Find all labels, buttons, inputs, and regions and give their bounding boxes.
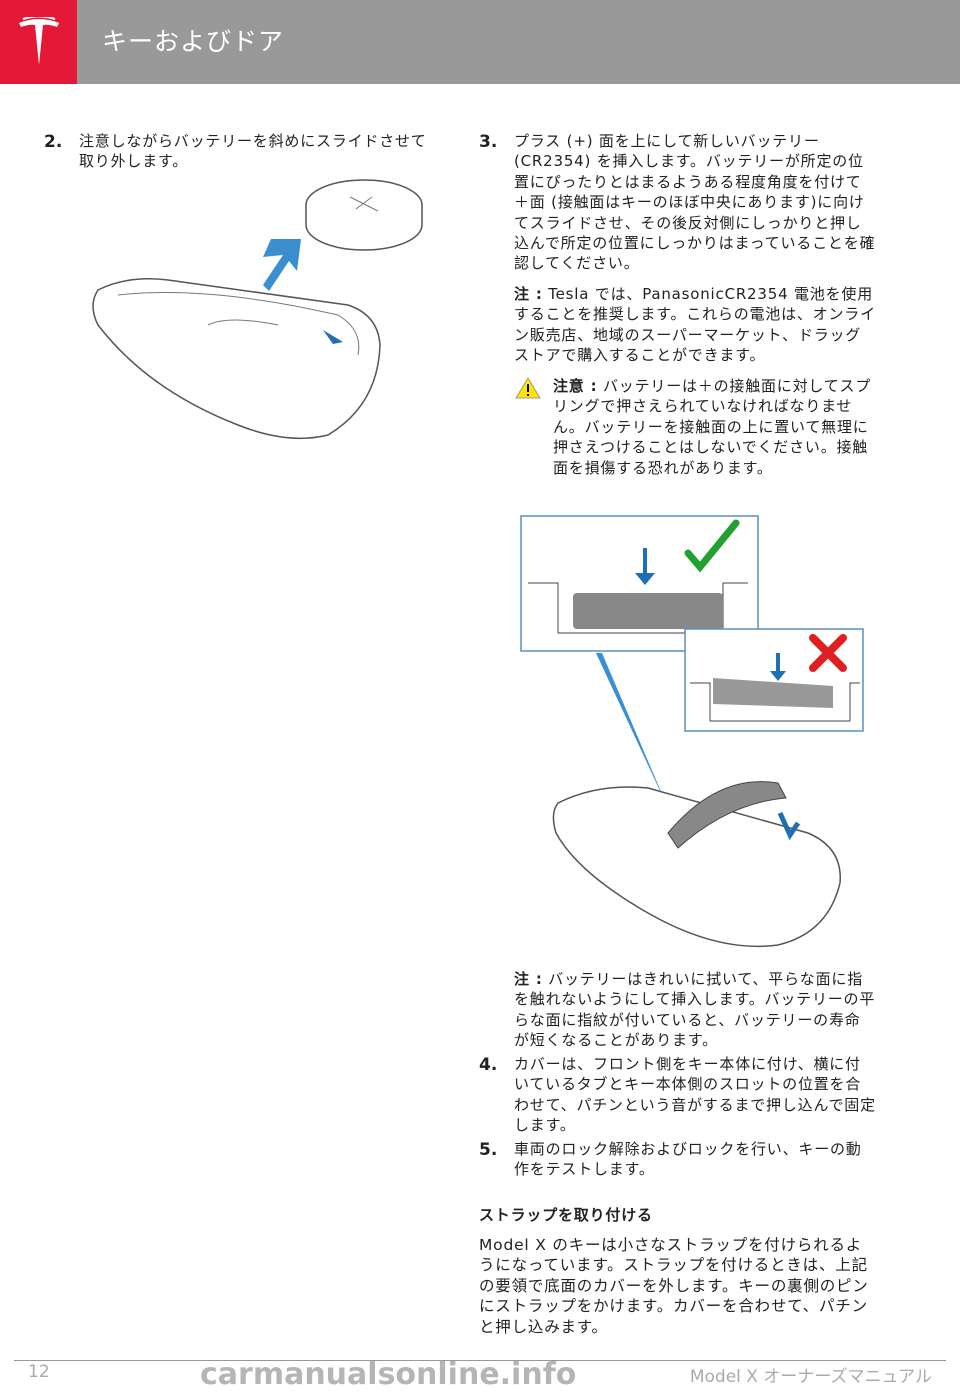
tesla-logo — [0, 0, 77, 84]
step-2-text: 注意しながらバッテリーを斜めにスライドさせて取り外します。 — [79, 132, 427, 171]
footer-divider — [14, 1360, 946, 1361]
battery-removal-illustration — [92, 179, 423, 440]
caution-text: 注意 : バッテリーは＋の接触面に対してスプリングで押さえられていなければなりま… — [553, 376, 875, 478]
note-text: バッテリーはきれいに拭いて、平らな面に指を触れないようにして挿入します。バッテリ… — [514, 970, 876, 1050]
page-number: 12 — [28, 1362, 50, 1382]
caution-body: バッテリーは＋の接触面に対してスプリングで押さえられていなければなりません。バッ… — [553, 377, 872, 477]
note-label: 注 : — [514, 970, 543, 988]
step-4-text: カバーは、フロント側をキー本体に付け、横に付いているタブとキー本体側のスロットの… — [514, 1055, 876, 1135]
step-number: 4. — [479, 1055, 498, 1075]
step-number: 5. — [479, 1140, 498, 1160]
section-title: キーおよびドア — [102, 27, 285, 56]
strap-heading: ストラップを取り付ける — [479, 1206, 653, 1224]
note-label: 注 : — [514, 285, 543, 303]
battery-insertion-illustration — [520, 515, 864, 948]
note-fingerprints: 注 : バッテリーはきれいに拭いて、平らな面に指を触れないようにして挿入します。… — [514, 969, 876, 1051]
caution-label: 注意 : — [553, 377, 598, 395]
warning-icon — [515, 377, 541, 399]
page-header: キーおよびドア — [0, 0, 960, 84]
watermark: carmanualsonline.info — [200, 1357, 577, 1392]
step-number: 2. — [44, 132, 63, 152]
step-3-text: プラス (+) 面を上にして新しいバッテリー(CR2354) を挿入します。バッ… — [514, 132, 876, 273]
note-battery-brand: 注 : Tesla では、PanasonicCR2354 電池を使用することを推… — [514, 284, 876, 366]
footer-title: Model X オーナーズマニュアル — [689, 1367, 932, 1387]
step-5-text: 車両のロック解除およびロックを行い、キーの動作をテストします。 — [514, 1140, 862, 1179]
note-text: Tesla では、PanasonicCR2354 電池を使用することを推奨します… — [514, 285, 876, 365]
strap-text: Model X のキーは小さなストラップを付けられるようになっています。ストラッ… — [479, 1236, 869, 1336]
step-number: 3. — [479, 132, 498, 152]
